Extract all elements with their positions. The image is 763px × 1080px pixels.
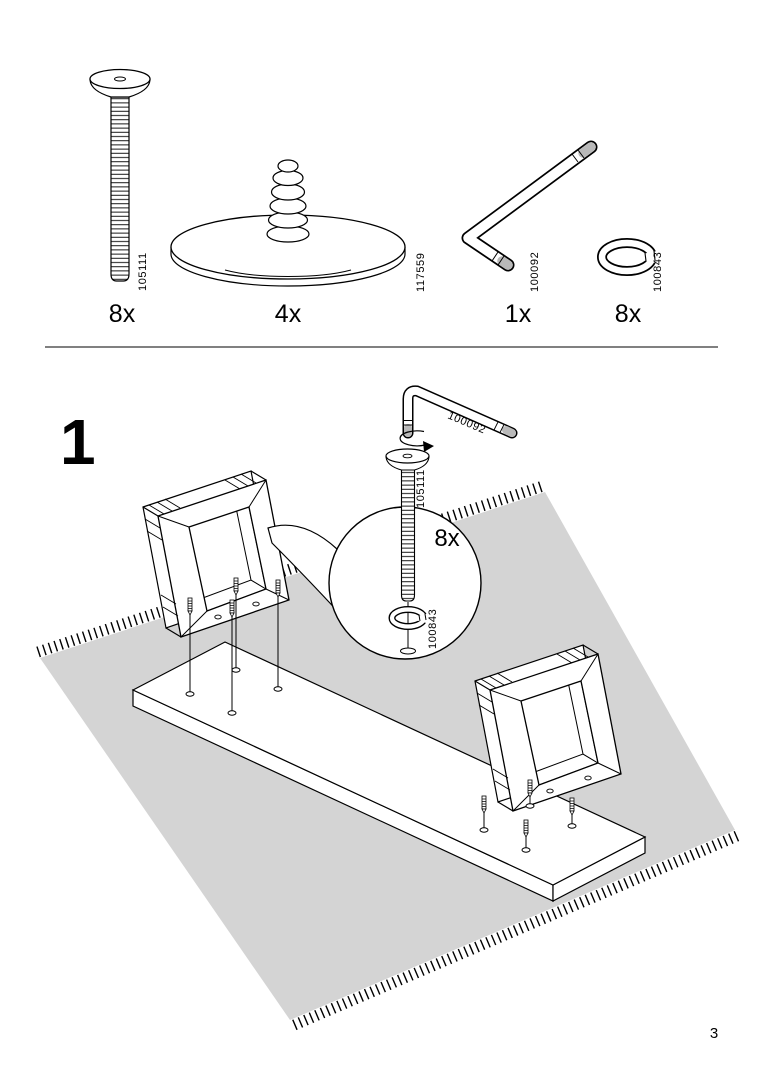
parts-inventory: 105111 8x 117559 4x 100092 1x <box>89 68 664 328</box>
allen-key-part-drawing <box>461 140 598 272</box>
rug-fringe-bottom <box>289 830 740 1032</box>
callout-pilot-hole <box>400 647 416 655</box>
callout-washer-id-label: 100843 <box>427 609 439 649</box>
page-number: 3 <box>710 1025 718 1042</box>
table-top-board <box>131 641 647 902</box>
step-number: 1 <box>60 406 96 478</box>
callout-quantity-label: 8x <box>434 525 459 552</box>
board-pilot-holes <box>185 667 577 853</box>
washer-part-drawing <box>597 238 662 276</box>
callout-bolt-id-label: 105111 <box>415 469 427 508</box>
assembly-guide-lines <box>189 595 573 850</box>
foot-part-drawing <box>170 159 406 287</box>
foot-part-id-label: 117559 <box>415 253 427 293</box>
bolt-part-drawing <box>89 68 151 282</box>
callout-bolt <box>385 448 430 602</box>
bolt-part-id-label: 105111 <box>137 252 149 291</box>
callout-pointer <box>267 524 343 618</box>
callout-allen-key <box>402 385 518 439</box>
step-1-illustration: 100092 105111 100843 8x 1 <box>36 385 740 1032</box>
allen-key-part-id-label: 100092 <box>529 252 541 292</box>
rotation-arrow-icon <box>399 430 434 452</box>
allen-key-quantity-label: 1x <box>505 300 532 328</box>
washer-quantity-label: 8x <box>615 300 642 328</box>
callout-exploded-view: 100092 105111 100843 8x <box>385 385 518 655</box>
washer-part-id-label: 100843 <box>652 252 664 292</box>
callout-washer <box>388 606 430 630</box>
bolt-quantity-label: 8x <box>109 300 136 328</box>
foot-quantity-label: 4x <box>275 300 302 328</box>
